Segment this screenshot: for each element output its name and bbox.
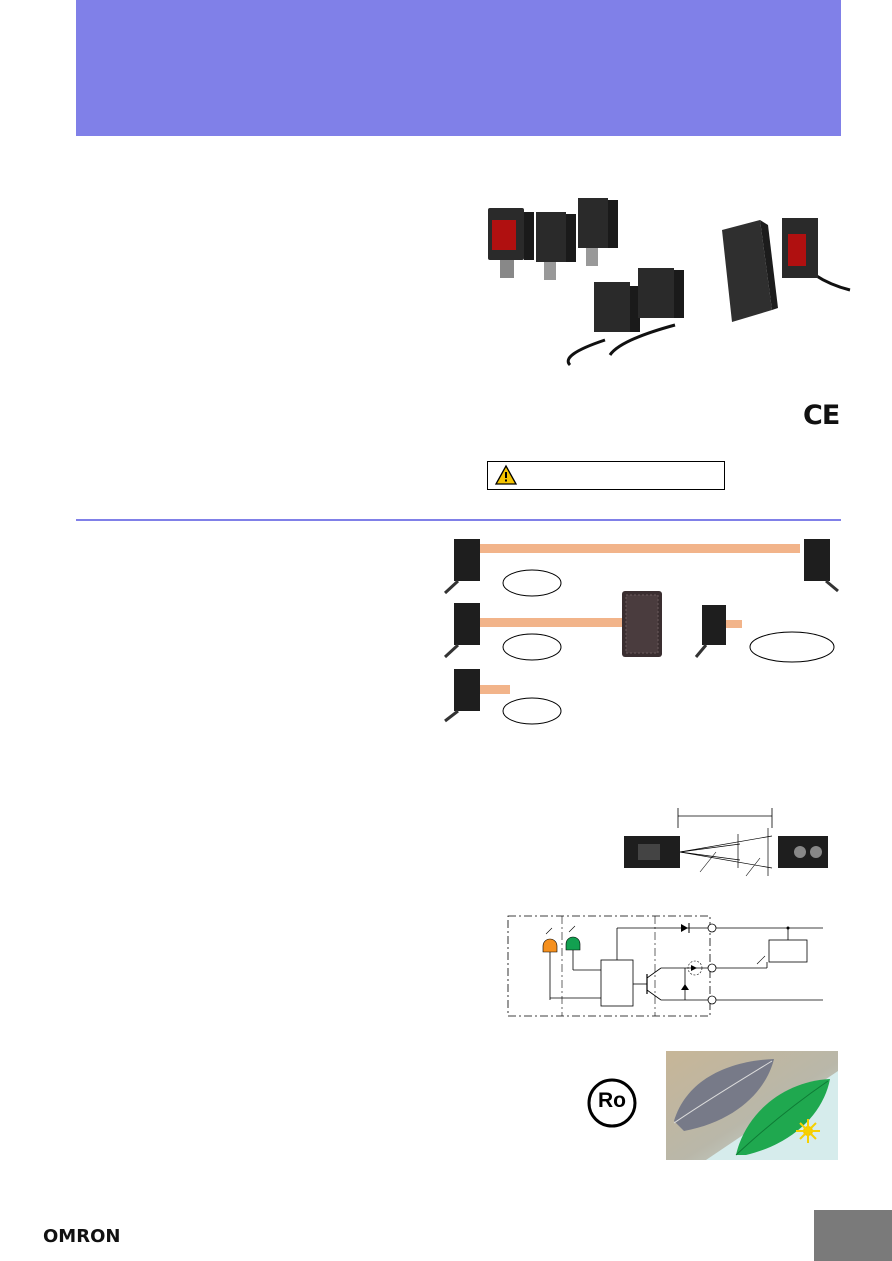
receiver-sensor — [804, 539, 839, 593]
sensor-diffuse — [536, 212, 576, 280]
grey-leaf — [673, 1059, 774, 1131]
emitter-front — [624, 836, 680, 868]
sensor-red-side — [782, 218, 818, 278]
section-divider — [76, 519, 841, 521]
sensor-cable-1 — [594, 282, 640, 332]
label-oval-3 — [749, 631, 835, 663]
rohs-badge-text: Ro — [598, 1089, 626, 1112]
label-oval-2 — [502, 633, 562, 661]
sensor-back — [578, 198, 618, 266]
header-band — [76, 0, 841, 136]
green-indicator — [565, 936, 601, 971]
omron-logo: OMRON — [43, 1226, 121, 1247]
sensor-red-front — [488, 208, 534, 278]
green-leaf — [735, 1079, 830, 1156]
sensing-methods-diagram — [443, 539, 839, 725]
emitter-sensor-1 — [443, 539, 480, 595]
warning-triangle-icon — [494, 464, 518, 485]
yellow-flower — [796, 1119, 820, 1143]
emitter-sensor-2 — [443, 603, 480, 659]
page-tab — [814, 1210, 892, 1261]
diffuse-sensor — [694, 605, 726, 658]
label-oval-1 — [502, 569, 562, 597]
product-photo — [488, 198, 851, 367]
orange-indicator — [542, 938, 558, 998]
environment-leaf-illustration — [666, 1051, 838, 1160]
label-oval-4 — [502, 697, 562, 725]
rohs-badge — [587, 1078, 637, 1128]
ce-mark: CE — [803, 400, 840, 431]
sensor-cable-2 — [638, 268, 684, 318]
circuit-diagram — [507, 915, 823, 1017]
warning-box — [487, 461, 725, 490]
reflector — [622, 591, 662, 657]
alignment-diagram — [624, 808, 828, 877]
emitter-sensor-3 — [444, 669, 480, 723]
reflector-plate — [722, 220, 778, 322]
receiver-front — [778, 836, 828, 868]
